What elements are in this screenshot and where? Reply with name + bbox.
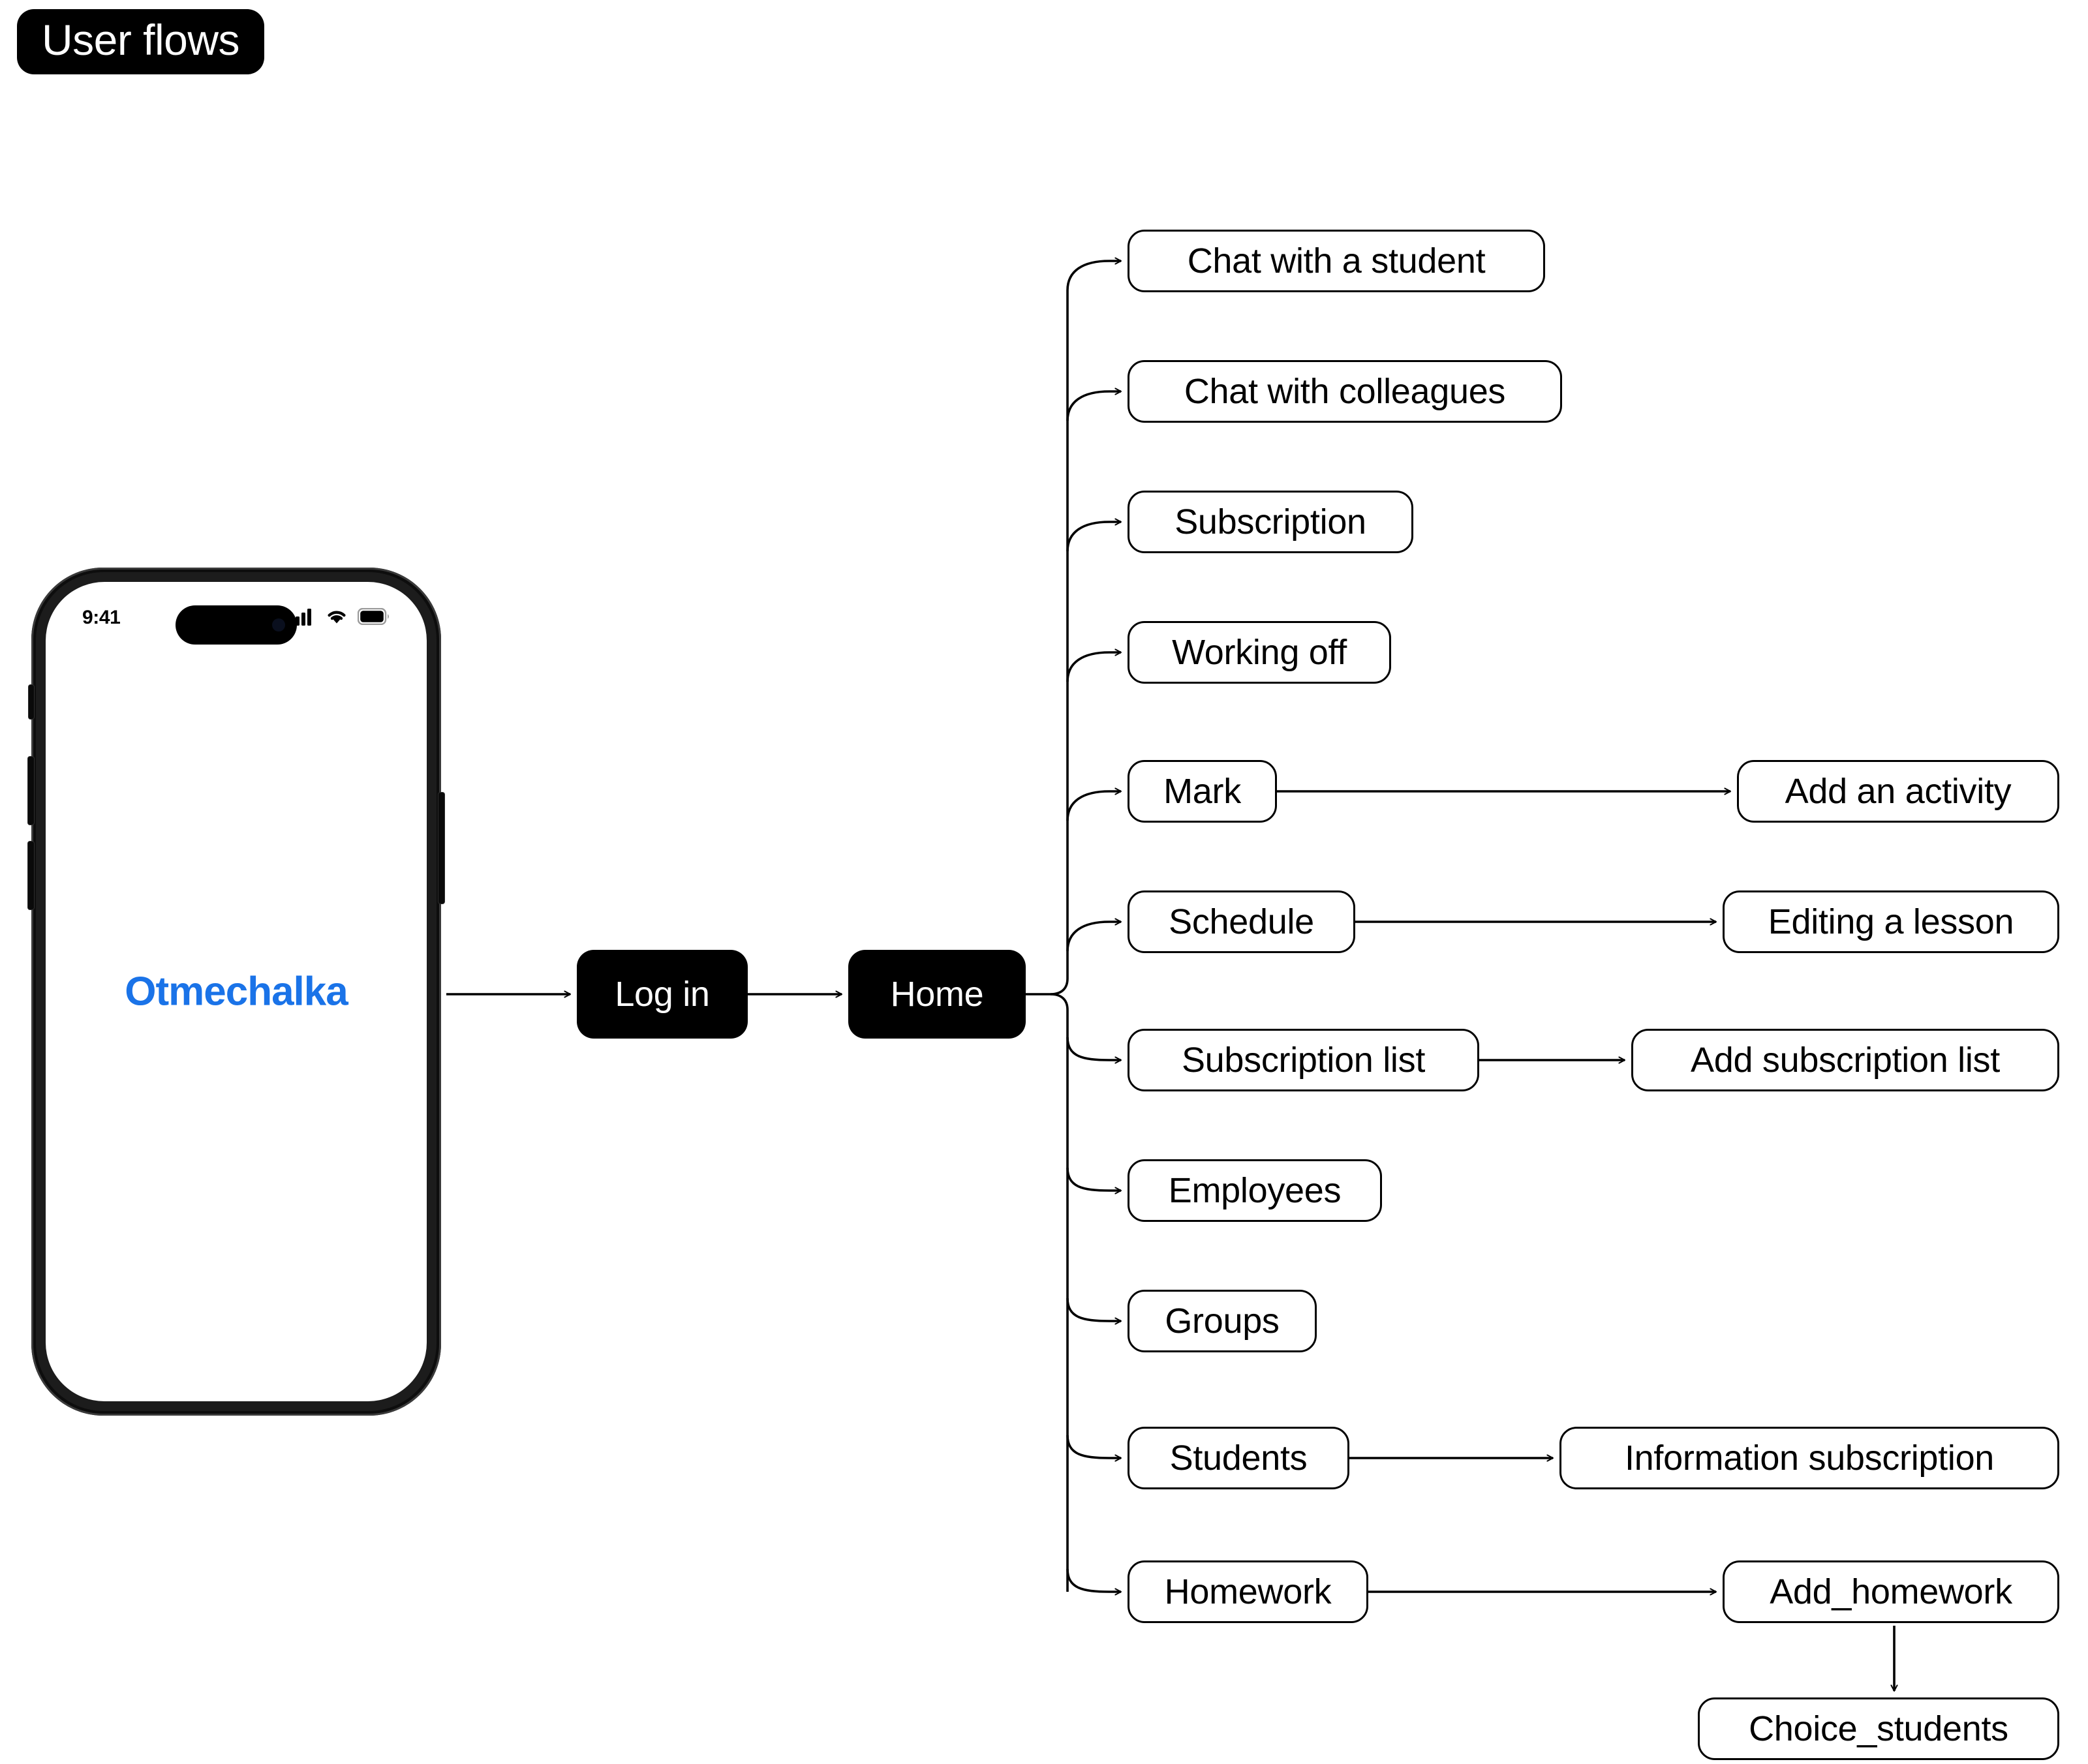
flow-node-homework[interactable]: Homework [1128,1560,1368,1623]
edge-to-subscription-list [1066,1037,1121,1060]
app-brand-label: Otmechalka [125,969,348,1014]
flow-node-add-activity[interactable]: Add an activity [1737,760,2059,823]
flow-node-editing-lesson-label: Editing a lesson [1768,902,2014,941]
flow-node-add-homework-label: Add_homework [1770,1572,2012,1611]
flow-node-mark-label: Mark [1163,772,1241,811]
silent-switch-button[interactable] [29,685,34,719]
flow-node-subscription-list-label: Subscription list [1181,1041,1426,1080]
flow-node-add-homework[interactable]: Add_homework [1723,1560,2059,1623]
phone-screen: 9:41 [46,582,427,1401]
flow-node-login[interactable]: Log in [577,950,748,1039]
flow-node-schedule-label: Schedule [1169,902,1314,941]
volume-down-button[interactable] [28,842,34,909]
flow-node-choice-students-label: Choice_students [1749,1709,2008,1748]
flow-node-add-activity-label: Add an activity [1785,772,2012,811]
flow-node-information-subscription-label: Information subscription [1624,1438,1995,1478]
volume-up-button[interactable] [28,757,34,825]
flow-node-working-off-label: Working off [1172,633,1347,672]
flow-node-students[interactable]: Students [1128,1427,1349,1489]
flow-node-subscription-label: Subscription [1174,502,1366,541]
edge-to-employees [1066,1167,1121,1191]
flow-node-choice-students[interactable]: Choice_students [1698,1697,2059,1760]
edge-to-subscription [1066,522,1121,552]
flow-node-chat-student[interactable]: Chat with a student [1128,230,1545,292]
flow-node-subscription-list[interactable]: Subscription list [1128,1029,1479,1091]
edge-to-mark [1066,791,1121,821]
iphone-mockup: 9:41 [28,568,444,1416]
edge-to-students [1066,1435,1121,1458]
power-button[interactable] [438,793,444,904]
battery-icon [357,607,390,628]
flow-node-login-label: Log in [615,975,710,1014]
edge-to-schedule [1066,922,1121,952]
front-camera-lens-icon [272,618,285,631]
flow-node-employees-label: Employees [1168,1171,1342,1210]
flow-node-chat-colleagues-label: Chat with colleagues [1184,372,1506,411]
status-bar-time: 9:41 [82,607,121,628]
status-bar-indicators [290,607,390,629]
edge-to-homework [1066,1568,1121,1592]
flow-node-students-label: Students [1169,1438,1308,1478]
flow-node-working-off[interactable]: Working off [1128,621,1391,684]
flow-node-subscription[interactable]: Subscription [1128,491,1413,553]
flow-node-groups-label: Groups [1165,1301,1280,1341]
flow-node-mark[interactable]: Mark [1128,760,1277,823]
flow-node-chat-student-label: Chat with a student [1187,241,1486,281]
flow-node-employees[interactable]: Employees [1128,1159,1382,1222]
page-title-badge: User flows [17,9,265,74]
status-bar: 9:41 [46,582,427,654]
flow-node-editing-lesson[interactable]: Editing a lesson [1723,890,2059,953]
wifi-icon [325,607,348,629]
flow-node-groups[interactable]: Groups [1128,1290,1317,1352]
trunk-join-down [1050,993,1069,1011]
flow-node-home-label: Home [890,975,984,1014]
flow-node-chat-colleagues[interactable]: Chat with colleagues [1128,360,1562,423]
flow-node-information-subscription[interactable]: Information subscription [1559,1427,2059,1489]
dynamic-island [176,605,297,645]
flow-node-add-subscription-list-label: Add subscription list [1691,1041,2000,1080]
flow-node-add-subscription-list[interactable]: Add subscription list [1631,1029,2059,1091]
flow-node-schedule[interactable]: Schedule [1128,890,1355,953]
edge-to-chat-colleagues [1066,391,1121,421]
edge-to-groups [1066,1298,1121,1321]
trunk-join-up [1050,978,1069,996]
edge-to-chat-student [1066,261,1121,291]
edge-to-working-off [1066,652,1121,682]
flow-node-homework-label: Homework [1164,1572,1332,1611]
flow-node-home[interactable]: Home [848,950,1026,1039]
